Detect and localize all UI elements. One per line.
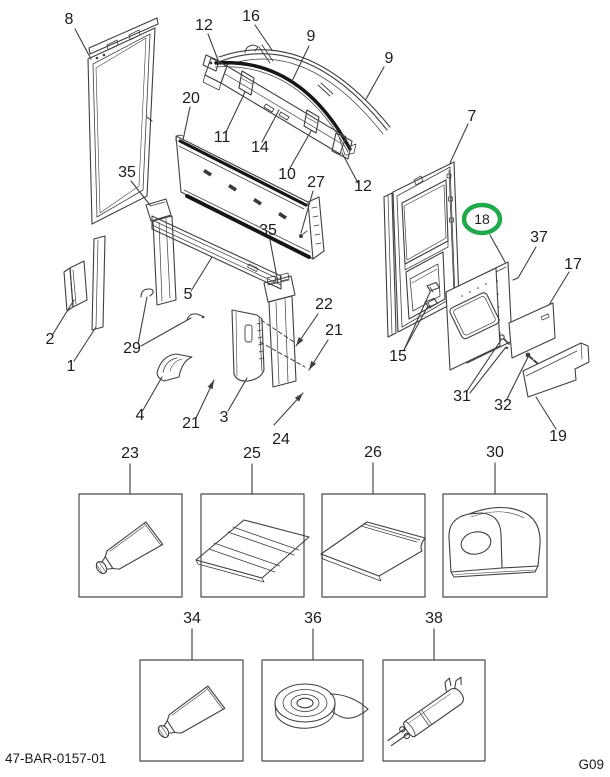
part-12-end-cap-right	[331, 132, 353, 160]
part-19-corner-trim	[522, 342, 590, 398]
callout-21-label: 21	[325, 322, 343, 339]
part-35-bracket-left	[145, 198, 177, 306]
callout-16-label: 16	[242, 8, 260, 25]
callout-37-label: 37	[530, 229, 548, 246]
callout-2-label: 2	[46, 331, 55, 348]
callout-12b-label: 12	[354, 178, 372, 195]
kit-26-label: 26	[364, 444, 382, 461]
part-29-clips	[140, 288, 205, 321]
kit-box-38	[382, 659, 486, 762]
part-17-cover-plate	[508, 302, 556, 359]
part-9-header-arc-seal	[214, 44, 391, 153]
part-16-seal-curl	[244, 44, 259, 54]
callout-32-label: 32	[494, 397, 512, 414]
kit-box-23	[78, 493, 183, 598]
part-15-retainer-clips	[424, 281, 441, 309]
kit-box-34	[139, 659, 244, 762]
callout-27-label: 27	[307, 174, 325, 191]
callout-3-label: 3	[220, 409, 229, 426]
part-32-bolt	[525, 352, 538, 364]
callout-4-label: 4	[136, 407, 145, 424]
callout-1-label: 1	[67, 358, 76, 375]
part-27-bolt	[299, 234, 303, 238]
alignment-dashed-lines	[259, 319, 306, 368]
highlight-circle-18	[461, 202, 503, 236]
part-4-saddle-cover	[156, 353, 193, 382]
callout-15-label: 15	[389, 348, 407, 365]
part-31-screw	[499, 334, 510, 350]
cartridge-applicator-icon	[387, 676, 464, 747]
part-2-bracket	[63, 260, 88, 312]
callout-24-label: 24	[272, 431, 290, 448]
callout-5-label: 5	[184, 286, 193, 303]
part-5-cross-bar	[151, 215, 282, 290]
callout-31-label: 31	[453, 388, 471, 405]
callout-35-label: 35	[118, 164, 136, 181]
part-10-header-panel	[202, 54, 357, 160]
part-18-access-frame	[445, 267, 501, 371]
callout-18-label-circled: 18	[474, 211, 490, 227]
kit-boxes	[78, 462, 548, 762]
part-1-filler-strip	[91, 235, 106, 331]
callout-10-label: 10	[278, 166, 296, 183]
part-20-lower-panel	[175, 134, 325, 260]
sealant-tube-icon	[89, 520, 164, 583]
callout-17-label: 17	[564, 256, 582, 273]
leader-lines	[52, 24, 570, 430]
kit-23-label: 23	[121, 445, 139, 462]
callout-14-label: 14	[251, 139, 269, 156]
kit-box-25	[200, 493, 305, 598]
callout-29-label: 29	[123, 340, 141, 357]
callout-7-label: 7	[468, 108, 477, 125]
insulation-pad-icon	[320, 521, 426, 582]
part-7-rear-window-frame	[383, 161, 460, 338]
kit-box-30	[442, 493, 548, 598]
callout-21b-label: 21	[182, 415, 200, 432]
kit-34-label: 34	[183, 610, 201, 627]
insulator-block-icon	[448, 506, 541, 578]
callout-11-label: 11	[214, 129, 231, 146]
tape-roll-icon	[274, 683, 369, 729]
figure-number: 47-BAR-0157-01	[5, 751, 106, 766]
part-8-side-panel	[87, 17, 159, 225]
kit-36-label: 36	[304, 610, 322, 627]
callout-12-label: 12	[195, 17, 213, 34]
callout-20-label: 20	[182, 90, 200, 107]
kit-25-label: 25	[243, 445, 261, 462]
kit-30-label: 30	[486, 444, 504, 461]
part-3-pillar-trim	[231, 309, 265, 382]
kit-38-label: 38	[425, 610, 443, 627]
callout-labels: 8 12 16 9 9 20 11 14 10 12 7 35 27 18 37…	[46, 8, 582, 627]
callout-22-label: 22	[315, 296, 333, 313]
callout-19-label: 19	[549, 428, 567, 445]
sealant-tube-icon	[151, 684, 226, 747]
part-12-end-cap-left	[202, 54, 220, 72]
page-code: G09	[578, 757, 604, 772]
callout-8-label: 8	[65, 11, 74, 28]
callout-9b-label: 9	[385, 50, 394, 67]
part-35-bracket-right	[263, 272, 297, 388]
callout-9-label: 9	[307, 28, 316, 45]
corrugated-pad-icon	[195, 519, 310, 583]
leader-arrowheads	[207, 337, 316, 402]
callout-35b-label: 35	[259, 222, 277, 239]
kit-box-36	[261, 659, 364, 762]
kit-box-26	[321, 493, 426, 598]
